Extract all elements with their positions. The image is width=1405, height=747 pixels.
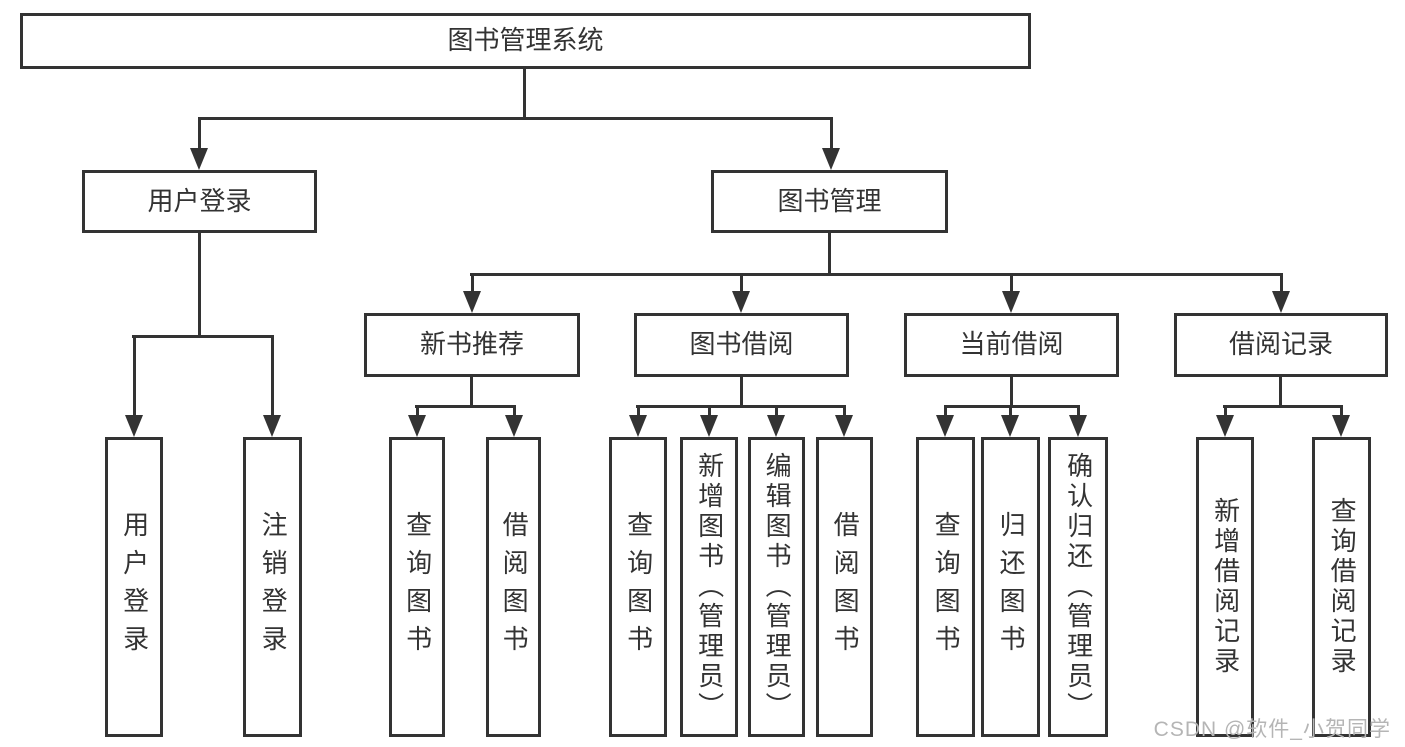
connector-root-stem — [523, 69, 526, 120]
leaf-rec-query-books: 查询图书 — [389, 437, 445, 737]
leaf-bb-edit-books: 编辑图书（管理员） — [748, 437, 805, 737]
connector-new-book-rec-stem — [470, 377, 473, 408]
leaf-cb-query-books: 查询图书 — [916, 437, 975, 737]
connector-current-borrow-rail — [944, 405, 1080, 408]
arrow-to-cb-return — [1001, 405, 1019, 437]
leaf-user-login-label: 用户登录 — [119, 511, 150, 663]
node-current-borrow: 当前借阅 — [904, 313, 1119, 377]
leaf-bb-borrow-books: 借阅图书 — [816, 437, 873, 737]
watermark: CSDN @软件_小贺同学 — [1153, 718, 1391, 741]
connector-book-mgmt-rail — [470, 273, 1283, 276]
arrow-to-rec-borrow — [505, 405, 523, 437]
leaf-br-query-record-label: 查询借阅记录 — [1327, 497, 1358, 677]
arrow-to-cb-query — [936, 405, 954, 437]
arrow-to-book-borrow — [732, 273, 750, 313]
connector-root-rail — [198, 117, 832, 120]
arrow-to-br-add — [1216, 405, 1234, 437]
arrow-to-book-mgmt — [822, 117, 840, 170]
arrow-to-rec-query — [408, 405, 426, 437]
leaf-cb-return-books-label: 归还图书 — [996, 511, 1027, 663]
arrow-to-user-login — [190, 117, 208, 170]
arrow-to-bb-query — [629, 405, 647, 437]
arrow-to-cb-confirm — [1069, 405, 1087, 437]
leaf-cb-confirm-return-label: 确认归还（管理员） — [1063, 452, 1094, 722]
connector-current-borrow-stem — [1010, 377, 1013, 408]
leaf-user-login: 用户登录 — [105, 437, 163, 737]
leaf-rec-borrow-books: 借阅图书 — [486, 437, 541, 737]
node-current-borrow-label: 当前借阅 — [959, 329, 1064, 360]
arrow-to-leaf-logout — [263, 335, 281, 437]
arrow-to-bb-add — [700, 405, 718, 437]
leaf-br-query-record: 查询借阅记录 — [1312, 437, 1371, 737]
leaf-rec-borrow-books-label: 借阅图书 — [499, 511, 530, 663]
leaf-br-add-record-label: 新增借阅记录 — [1210, 497, 1241, 677]
leaf-br-add-record: 新增借阅记录 — [1196, 437, 1254, 737]
arrow-to-bb-edit — [767, 405, 785, 437]
node-book-mgmt-label: 图书管理 — [777, 185, 882, 216]
node-new-book-rec: 新书推荐 — [364, 313, 580, 377]
node-book-borrow: 图书借阅 — [634, 313, 849, 377]
leaf-cb-return-books: 归还图书 — [981, 437, 1040, 737]
node-borrow-record-label: 借阅记录 — [1228, 329, 1333, 360]
node-root: 图书管理系统 — [20, 13, 1031, 69]
arrow-to-bb-borrow — [835, 405, 853, 437]
node-user-login: 用户登录 — [82, 170, 317, 233]
node-user-login-label: 用户登录 — [147, 185, 252, 216]
connector-user-login-stem — [198, 233, 201, 338]
connector-borrow-record-stem — [1279, 377, 1282, 408]
leaf-cb-query-books-label: 查询图书 — [931, 511, 962, 663]
node-book-mgmt: 图书管理 — [711, 170, 948, 233]
leaf-cb-confirm-return: 确认归还（管理员） — [1048, 437, 1108, 737]
node-borrow-record: 借阅记录 — [1174, 313, 1388, 377]
leaf-bb-add-books-label: 新增图书（管理员） — [694, 452, 725, 722]
connector-new-book-rec-rail — [415, 405, 515, 408]
leaf-logout-label: 注销登录 — [258, 511, 289, 663]
connector-book-borrow-rail — [636, 405, 846, 408]
connector-user-login-rail — [132, 335, 273, 338]
leaf-bb-add-books: 新增图书（管理员） — [680, 437, 738, 737]
leaf-bb-borrow-books-label: 借阅图书 — [830, 511, 861, 663]
leaf-logout: 注销登录 — [243, 437, 302, 737]
leaf-bb-query-books: 查询图书 — [609, 437, 667, 737]
connector-borrow-record-rail — [1223, 405, 1343, 408]
node-root-label: 图书管理系统 — [447, 25, 604, 56]
connector-book-borrow-stem — [740, 377, 743, 408]
arrow-to-leaf-login — [125, 335, 143, 437]
node-new-book-rec-label: 新书推荐 — [419, 329, 524, 360]
leaf-bb-query-books-label: 查询图书 — [623, 511, 654, 663]
arrow-to-current-borrow — [1002, 273, 1020, 313]
leaf-rec-query-books-label: 查询图书 — [402, 511, 433, 663]
connector-book-mgmt-stem — [828, 233, 831, 276]
arrow-to-new-book-rec — [463, 273, 481, 313]
arrow-to-br-query — [1332, 405, 1350, 437]
node-book-borrow-label: 图书借阅 — [689, 329, 794, 360]
leaf-bb-edit-books-label: 编辑图书（管理员） — [762, 452, 793, 722]
arrow-to-borrow-record — [1272, 273, 1290, 313]
